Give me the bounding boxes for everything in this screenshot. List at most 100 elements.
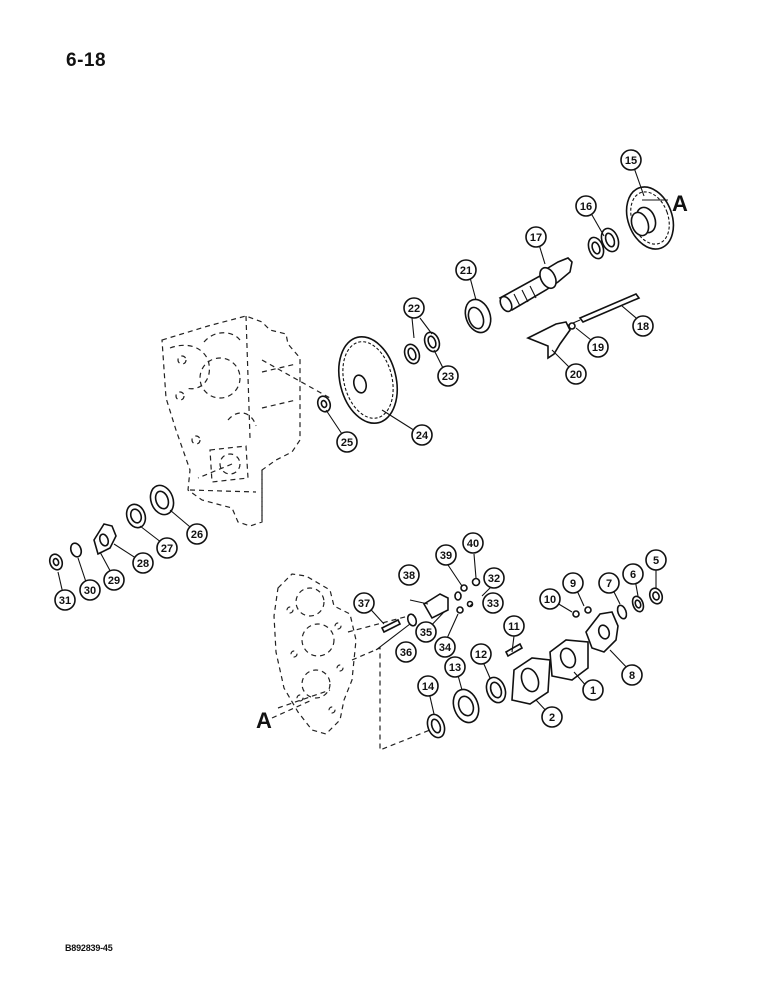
callout-7: 7 <box>598 572 620 594</box>
part-shaft-17 <box>498 257 573 313</box>
callout-11: 11 <box>503 615 525 637</box>
part-yoke-28 <box>93 523 117 556</box>
part-detent-38 <box>406 593 474 627</box>
part-shift-fork-20 <box>526 321 571 360</box>
svg-text:12: 12 <box>475 649 487 661</box>
callout-37: 37 <box>353 592 375 614</box>
svg-text:10: 10 <box>544 594 556 606</box>
part-gasket-2-retainer-1 <box>504 639 589 705</box>
svg-text:7: 7 <box>606 578 612 590</box>
callout-19: 19 <box>587 336 609 358</box>
svg-text:26: 26 <box>191 529 203 541</box>
part-race-12 <box>485 676 507 704</box>
svg-text:27: 27 <box>161 543 173 555</box>
page-number: 6-18 <box>66 50 107 71</box>
svg-text:24: 24 <box>416 430 429 442</box>
cover-plate <box>273 573 357 735</box>
part-small-39-40-32 <box>454 577 481 601</box>
callout-36: 36 <box>395 641 417 663</box>
callout-27: 27 <box>156 537 178 559</box>
callout-40: 40 <box>462 532 484 554</box>
part-shift-rod-18 <box>565 293 641 327</box>
part-nut-5-6-7 <box>616 587 664 620</box>
callout-5: 5 <box>645 549 667 571</box>
callout-15: 15 <box>620 149 642 171</box>
callout-20: 20 <box>565 363 587 385</box>
callout-17: 17 <box>525 226 547 248</box>
part-bearing-22-23 <box>403 331 441 365</box>
callout-32: 32 <box>483 567 505 589</box>
callout-25: 25 <box>336 431 358 453</box>
part-seal-14 <box>426 713 446 739</box>
svg-text:25: 25 <box>341 437 353 449</box>
svg-text:17: 17 <box>530 232 542 244</box>
callout-29: 29 <box>103 569 125 591</box>
part-bearing-26-27 <box>125 484 175 529</box>
svg-text:32: 32 <box>488 573 500 585</box>
svg-text:34: 34 <box>439 642 452 654</box>
callout-10: 10 <box>539 588 561 610</box>
part-pin-19 <box>568 322 576 330</box>
callout-2: 2 <box>541 706 563 728</box>
svg-text:1: 1 <box>590 685 596 697</box>
part-yoke-8 <box>585 611 619 653</box>
svg-text:8: 8 <box>629 670 635 682</box>
transmission-housing <box>161 315 301 527</box>
part-gear-24 <box>338 335 398 425</box>
part-gear-15 <box>625 186 675 250</box>
svg-text:5: 5 <box>653 555 659 567</box>
callout-24: 24 <box>411 424 433 446</box>
svg-text:40: 40 <box>467 538 479 550</box>
svg-text:39: 39 <box>440 550 452 562</box>
svg-text:38: 38 <box>403 570 415 582</box>
callout-1: 1 <box>582 679 604 701</box>
figure-code: B892839-45 <box>65 943 113 953</box>
svg-text:19: 19 <box>592 342 604 354</box>
svg-text:11: 11 <box>508 621 520 633</box>
callout-28: 28 <box>132 552 154 574</box>
svg-text:23: 23 <box>442 371 454 383</box>
callout-23: 23 <box>437 365 459 387</box>
svg-text:33: 33 <box>487 598 499 610</box>
callout-16: 16 <box>575 195 597 217</box>
svg-text:28: 28 <box>137 558 149 570</box>
svg-text:31: 31 <box>59 595 71 607</box>
part-small-9-10 <box>572 606 592 618</box>
callout-39: 39 <box>435 544 457 566</box>
part-nut-30-31 <box>48 542 83 571</box>
svg-text:22: 22 <box>408 303 420 315</box>
callout-38: 38 <box>398 564 420 586</box>
callout-14: 14 <box>417 675 439 697</box>
alignment-lines <box>197 359 431 751</box>
callout-26: 26 <box>186 523 208 545</box>
part-bearing-16 <box>587 227 620 260</box>
callout-18: 18 <box>632 315 654 337</box>
callout-13: 13 <box>444 656 466 678</box>
reference-marker-a-upper: A <box>672 191 688 216</box>
svg-text:14: 14 <box>422 681 435 693</box>
callout-33: 33 <box>482 592 504 614</box>
svg-text:18: 18 <box>637 321 649 333</box>
svg-text:2: 2 <box>549 712 555 724</box>
svg-text:20: 20 <box>570 369 582 381</box>
svg-text:36: 36 <box>400 647 412 659</box>
svg-text:29: 29 <box>108 575 120 587</box>
callout-35: 35 <box>415 621 437 643</box>
callout-22: 22 <box>403 297 425 319</box>
svg-text:30: 30 <box>84 585 96 597</box>
part-pin-37 <box>380 618 402 634</box>
callout-8: 8 <box>621 664 643 686</box>
reference-marker-a-lower: A <box>256 708 272 733</box>
svg-text:21: 21 <box>460 265 472 277</box>
callout-30: 30 <box>79 579 101 601</box>
svg-text:15: 15 <box>625 155 637 167</box>
svg-text:35: 35 <box>420 627 432 639</box>
callout-12: 12 <box>470 643 492 665</box>
part-bearing-13 <box>452 688 480 724</box>
callout-31: 31 <box>54 589 76 611</box>
svg-text:13: 13 <box>449 662 461 674</box>
svg-text:16: 16 <box>580 201 592 213</box>
callout-6: 6 <box>622 563 644 585</box>
